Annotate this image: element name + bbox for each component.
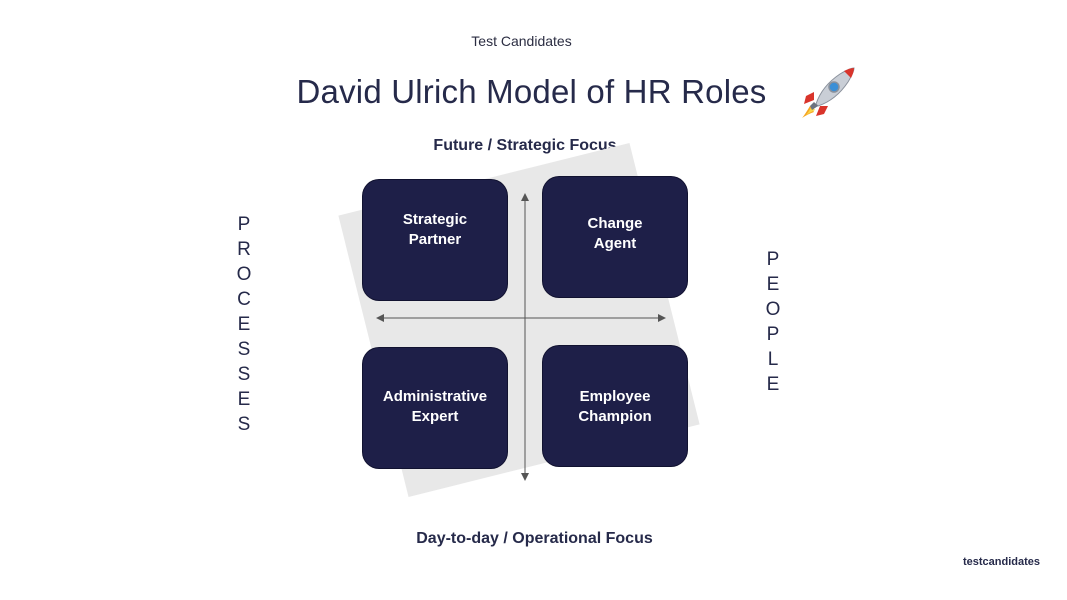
left-axis-label: P R O C E S S E S [234, 212, 254, 437]
left-axis-letter: S [237, 414, 251, 435]
right-axis-label: P E O P L E [763, 247, 783, 397]
right-axis-letter: L [767, 349, 779, 370]
brand-header: Test Candidates [471, 33, 572, 49]
quadrant-label: Administrative Expert [382, 388, 488, 425]
quadrant-employee-champion: Employee Champion [543, 346, 687, 466]
right-axis-letter: O [765, 299, 781, 320]
right-axis-letter: E [766, 274, 780, 295]
left-axis-letter: P [237, 214, 251, 235]
right-axis-letter: E [766, 374, 780, 395]
quadrant-label: Change Agent [587, 215, 643, 252]
left-axis-letter: S [237, 339, 251, 360]
quadrant-label: Employee Champion [578, 388, 652, 425]
top-axis-label: Future / Strategic Focus [433, 137, 617, 154]
right-axis-letter: P [766, 324, 780, 345]
left-axis-letter: S [237, 364, 251, 385]
page-title: David Ulrich Model of HR Roles [296, 73, 767, 110]
quadrant-change-agent: Change Agent [543, 177, 687, 297]
left-axis-letter: O [236, 264, 252, 285]
bottom-axis-label: Day-to-day / Operational Focus [416, 530, 653, 547]
left-axis-letter: C [237, 289, 251, 310]
left-axis-letter: E [237, 389, 251, 410]
right-axis-letter: P [766, 249, 780, 270]
left-axis-letter: R [237, 239, 251, 260]
rocket-icon [802, 67, 855, 118]
left-axis-letter: E [237, 314, 251, 335]
quadrant-label: Strategic Partner [402, 211, 468, 248]
quadrant-administrative-expert: Administrative Expert [363, 348, 507, 468]
quadrant-strategic-partner: Strategic Partner [363, 180, 507, 300]
footer-logo: testcandidates [963, 556, 1041, 568]
